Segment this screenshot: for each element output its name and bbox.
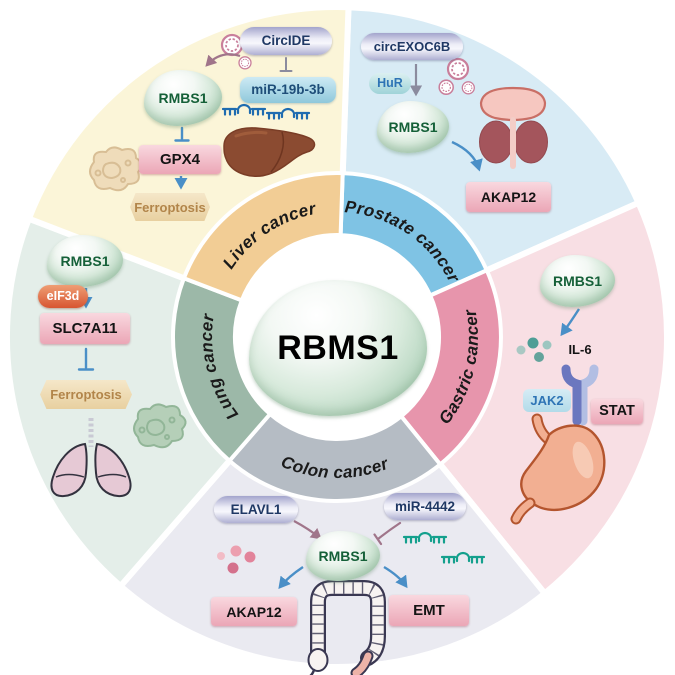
rbms1-blob-prostate: RMBS1 <box>377 101 449 153</box>
rbms1-akap12-arrow <box>451 140 483 172</box>
circrna-ring-icon <box>446 57 470 81</box>
gastric-band <box>398 267 503 468</box>
rbms1-gpx4-tbar <box>174 126 190 142</box>
liver-cancer-cell-icon <box>89 146 143 192</box>
circide-pill: CircIDE <box>240 27 332 55</box>
circrna-ring-icon <box>238 56 252 70</box>
rbms1-blob-gastric: RMBS1 <box>540 255 615 307</box>
circrna-ring-icon <box>220 33 244 57</box>
center-rbms1-blob: RBMS1 <box>249 280 427 416</box>
stomach-organ-icon <box>510 413 606 525</box>
circexoc6b-pill: circEXOC6B <box>361 33 463 60</box>
hur-pill: HuR <box>369 73 411 94</box>
eif3d-pill: eIF3d <box>38 285 88 308</box>
prostate-band <box>338 171 490 299</box>
elavl1-pill: ELAVL1 <box>214 496 298 523</box>
liver-band <box>181 171 345 303</box>
rbms1-il6-arrow <box>560 308 581 337</box>
ring-to-rbms1-arrow <box>205 53 241 67</box>
il6-label: IL-6 <box>568 342 592 357</box>
lungs-organ-icon <box>50 418 132 498</box>
rbms1-blob-lung: RMBS1 <box>47 235 123 287</box>
rbms1-blob-liver: RMBS1 <box>144 70 222 126</box>
akap12-box-prostate: AKAP12 <box>466 182 551 212</box>
cytokine-dots-icon <box>516 337 552 362</box>
stat-box: STAT <box>591 399 643 424</box>
ferroptosis-hex-liver: Ferroptosis <box>130 193 210 221</box>
mir-19b-3b-pill: miR-19b-3b <box>240 77 336 103</box>
liver-organ-icon <box>223 127 316 177</box>
emt-box: EMT <box>389 595 469 626</box>
rbms1-akap12-arrow <box>278 566 304 590</box>
slc7a11-box: SLC7A11 <box>40 313 130 344</box>
mir-4442-pill: miR-4442 <box>384 493 466 520</box>
slc7a11-ferroptosis-tbar <box>77 347 95 371</box>
prostate-organ-icon <box>479 86 548 169</box>
ferroptosis-hex-lung: Ferroptosis <box>40 380 132 409</box>
circrna-ring-icon <box>461 81 475 95</box>
circide-inhibit-arrow <box>279 57 293 72</box>
circrna-ring-icon <box>438 79 454 95</box>
cytokine-dots-icon <box>217 545 256 574</box>
il6-receptor-icon <box>561 364 599 426</box>
colon-organ-icon <box>307 580 386 675</box>
lung-cancer-cell-icon <box>133 403 187 449</box>
jak2-box: JAK2 <box>523 389 571 412</box>
gpx4-box: GPX4 <box>139 145 221 174</box>
lung-band <box>171 275 273 464</box>
rbms1-blob-colon: RMBS1 <box>306 531 380 581</box>
akap12-box-colon: AKAP12 <box>211 597 297 626</box>
mir4442-rbms1-tbar <box>373 521 402 546</box>
colon-band <box>226 411 444 503</box>
rbms1-emt-arrow <box>383 565 408 589</box>
